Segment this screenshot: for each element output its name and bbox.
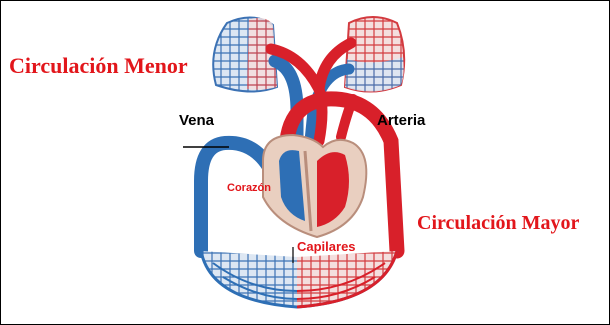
heart [263, 135, 366, 237]
capillaries-label: Capilares [297, 239, 356, 254]
vena-cava-vessel [201, 143, 269, 251]
left-lung [213, 17, 277, 91]
right-lung [345, 17, 404, 92]
minor-circulation-label: Circulación Menor [9, 53, 188, 78]
artery-label: Arteria [377, 112, 426, 129]
systemic-capillary-bed [201, 251, 397, 307]
heart-label: Corazón [227, 182, 271, 194]
vein-label: Vena [179, 112, 215, 129]
major-circulation-label: Circulación Mayor [417, 212, 580, 234]
